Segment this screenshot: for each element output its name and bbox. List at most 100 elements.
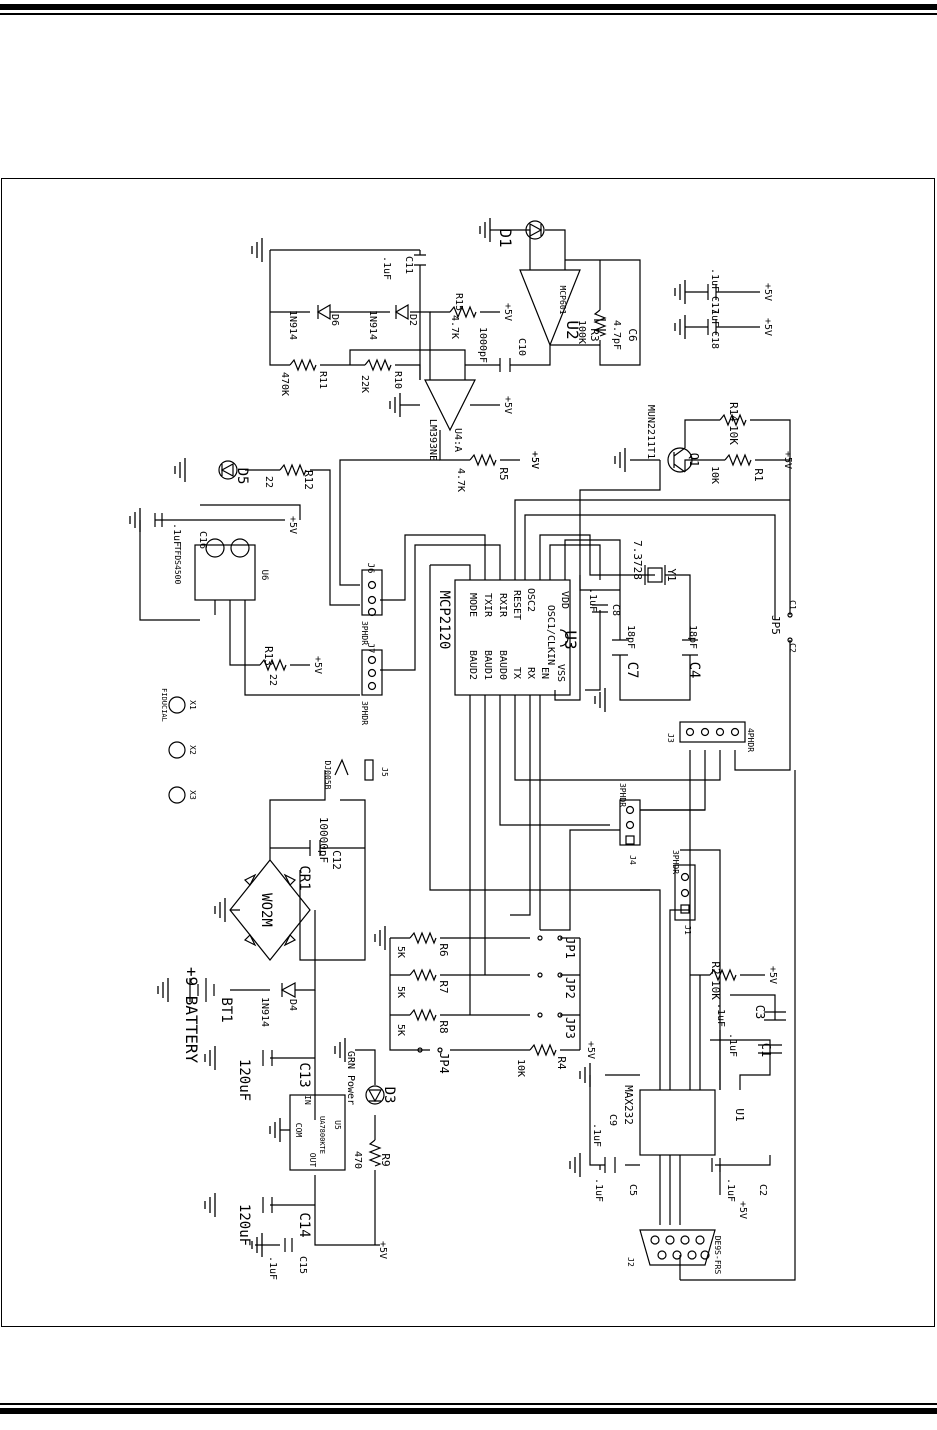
label-c11: C11	[403, 256, 414, 274]
label-u5com: COM	[294, 1123, 303, 1138]
label-pin7: MODE	[467, 593, 478, 617]
label-pin10: BAUD0	[497, 650, 508, 680]
label-c1: C1	[759, 1043, 773, 1057]
label-p5a: +5V	[502, 303, 513, 321]
label-r9v: 470	[352, 1151, 363, 1169]
label-c6: C6	[626, 328, 639, 341]
label-c14: C14	[296, 1212, 312, 1237]
label-u6: U6	[259, 570, 269, 581]
label-d4p: 1N914	[259, 997, 270, 1027]
label-u1p: MAX232	[622, 1085, 635, 1125]
label-c7v: 18pF	[625, 625, 636, 649]
label-r6: R6	[437, 943, 450, 956]
label-j2p: DE9S-FRS	[713, 1236, 722, 1275]
label-c8v: .1uF	[587, 588, 598, 612]
label-r10v: 22K	[359, 375, 370, 393]
label-pin4: RESET	[511, 590, 522, 620]
label-u1: U1	[733, 1108, 746, 1121]
label-c17v: .1uF	[709, 268, 720, 292]
label-c3v: .1uF	[715, 1003, 726, 1027]
label-r15v: 4.7K	[449, 315, 460, 339]
label-r3: R3	[588, 328, 601, 341]
label-u5out: OUT	[308, 1153, 317, 1168]
label-p5j: +5V	[585, 1041, 596, 1059]
label-jp1: JP1	[563, 937, 577, 959]
label-pin6: TXIR	[482, 593, 493, 618]
label-j4: J4	[628, 855, 637, 865]
label-cr1p: WO2M	[258, 893, 274, 927]
label-c6v: 4.7pF	[611, 320, 622, 350]
label-r12: R12	[302, 470, 315, 490]
label-p5f: +5V	[782, 451, 793, 469]
label-d4: D4	[287, 999, 298, 1011]
label-c2: C2	[757, 1184, 768, 1196]
label-c18v: .1uF	[709, 303, 720, 327]
label-r11: R11	[317, 371, 328, 389]
label-u6p: TFDS4500	[173, 546, 182, 585]
label-p5b: +5V	[762, 283, 773, 301]
label-r8: R8	[437, 1020, 450, 1033]
component-labels: D1U2MCP601C11.1uFR154.7K+5V.1uFC17+5V.1u…	[160, 228, 797, 1280]
label-c5v: .1uF	[593, 1178, 604, 1202]
label-r5: R5	[497, 467, 510, 480]
label-j5: J5	[380, 767, 389, 777]
label-p5c: +5V	[762, 318, 773, 336]
label-u5in: IN	[303, 1095, 312, 1105]
label-r14v: 10K	[727, 425, 740, 445]
label-r12v: 22	[263, 476, 274, 488]
label-r13v: 22	[267, 674, 278, 686]
label-fid: FIDUCIAL	[160, 688, 168, 722]
label-u5p: UA7800KTE	[318, 1116, 326, 1154]
label-r6v: 5K	[395, 946, 406, 958]
label-j7: J7	[365, 643, 375, 654]
label-r3v: 100K	[576, 320, 587, 344]
label-c14v: 120uF	[236, 1204, 252, 1246]
label-r7: R7	[437, 980, 450, 993]
label-j4p: 3PHDR	[618, 783, 627, 807]
label-j6p: 3PHDR	[360, 621, 369, 645]
label-c17: C17	[709, 296, 720, 314]
label-pin8: BAUD2	[467, 650, 478, 680]
label-r1v: 10K	[709, 466, 720, 484]
label-r2v: 10K	[709, 980, 722, 1000]
label-r7v: 5K	[395, 986, 406, 998]
label-u3: U3	[561, 630, 580, 649]
label-c12v: 10000pF	[317, 817, 330, 863]
label-jp5c1: C1	[788, 600, 797, 610]
label-j7p: 3PHDR	[360, 701, 369, 725]
label-r5v: 4.7K	[455, 468, 466, 492]
label-d3p: GRN Power	[345, 1051, 356, 1105]
label-d5: D5	[234, 468, 250, 485]
label-r15: R15	[453, 293, 464, 311]
label-pin14: VSS	[555, 664, 566, 682]
label-r14: R14	[727, 402, 740, 422]
label-j3: J3	[666, 733, 675, 743]
label-j5p: DJ005B	[323, 761, 332, 790]
label-d6: D6	[329, 314, 340, 326]
label-c3: C3	[753, 1005, 767, 1019]
label-pin11: TX	[511, 667, 522, 679]
label-bt1v: +9 BATTERY	[182, 967, 201, 1064]
label-c7: C7	[624, 662, 640, 679]
label-j2: J2	[626, 1257, 635, 1267]
label-y1: Y1	[665, 568, 678, 581]
label-bt1: BT1	[218, 997, 234, 1022]
label-d1: D1	[496, 228, 515, 247]
label-d3: D3	[381, 1087, 397, 1104]
label-c12: C12	[330, 850, 343, 870]
label-pin1: VDD	[559, 591, 570, 609]
label-u3p: MCP2120	[436, 590, 452, 649]
label-p5d: +5V	[502, 396, 513, 414]
components	[129, 217, 793, 1266]
label-c10: C10	[516, 338, 527, 356]
label-u2: U2	[563, 320, 582, 339]
label-c15: C15	[297, 1256, 308, 1274]
label-x3: X3	[188, 790, 197, 800]
label-q1n: Q1	[687, 453, 701, 467]
label-c16: C16	[197, 531, 208, 549]
label-u5: U5	[333, 1120, 342, 1130]
label-jp3: JP3	[563, 1017, 577, 1039]
label-c4v: 18pF	[687, 625, 698, 649]
label-c2v: .1uF	[725, 1178, 736, 1202]
label-u4a: U4:A	[452, 428, 463, 452]
